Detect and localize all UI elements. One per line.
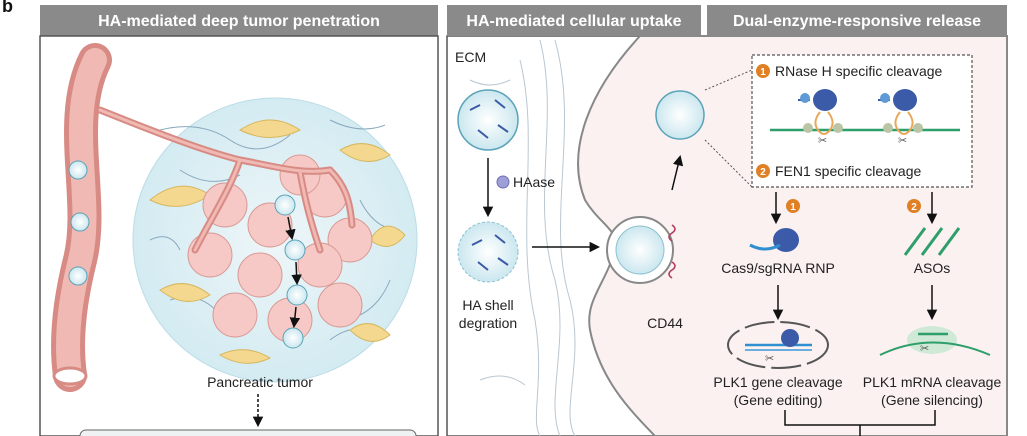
- panel-header: [707, 5, 1007, 36]
- svg-text:1: 1: [790, 202, 796, 213]
- gene-cleavage-label-2: (Gene editing): [734, 392, 823, 408]
- shell-label-2: degration: [459, 315, 517, 331]
- mrna-cleavage-label-1: PLK1 mRNA cleavage: [863, 374, 1002, 390]
- svg-text:✂: ✂: [765, 353, 774, 365]
- bracket-connector: [784, 410, 936, 436]
- aso-label: ASOs: [914, 260, 951, 276]
- panel-release: Dual-enzyme-responsive release 1 RNase H…: [704, 5, 1007, 436]
- svg-text:✂: ✂: [898, 135, 907, 147]
- panel-uptake: HA-mediated cellular uptake ECM HAase HA…: [447, 5, 705, 436]
- fibroblasts: [149, 119, 406, 364]
- nanoparticle-intact: [457, 89, 519, 151]
- mrna-cleavage-icon: ✂: [879, 326, 991, 356]
- cd44-receptors: [668, 224, 676, 279]
- cd44-label: CD44: [647, 315, 683, 331]
- released-nanoparticle: [655, 90, 705, 140]
- svg-text:1: 1: [760, 67, 766, 78]
- shell-label-1: HA shell: [462, 297, 513, 313]
- mrna-cleavage-label-2: (Gene silencing): [881, 392, 983, 408]
- endosome-nanoparticle: [615, 225, 665, 275]
- panel-letter: b: [2, 0, 13, 16]
- vessel-nanoparticles: [68, 160, 90, 286]
- panel-penetration: HA-mediated deep tumor penetration: [39, 5, 439, 436]
- step2-badge: [756, 164, 770, 178]
- panel-header: [447, 5, 701, 36]
- panel-title: HA-mediated cellular uptake: [466, 13, 681, 30]
- panel-header: [40, 5, 438, 36]
- rnp-label: Cas9/sgRNA RNP: [721, 260, 835, 276]
- gene-cleavage-label-1: PLK1 gene cleavage: [713, 374, 842, 390]
- cleavage-detail-box: [751, 54, 973, 188]
- svg-text:✂: ✂: [920, 343, 929, 355]
- svg-text:2: 2: [911, 202, 917, 213]
- step1-label: RNase H specific cleavage: [775, 63, 943, 79]
- hairpin-constructs: ✂ ✂: [770, 89, 960, 147]
- cas9-rnp-icon: [749, 228, 799, 252]
- next-box: [79, 429, 417, 436]
- svg-text:2: 2: [760, 167, 766, 178]
- nanoparticle-degraded: [457, 221, 519, 283]
- arrow-escape: [671, 154, 684, 191]
- panel-title: Dual-enzyme-responsive release: [733, 13, 981, 30]
- svg-text:✂: ✂: [818, 135, 827, 147]
- step1-badge: [756, 64, 770, 78]
- step2-label: FEN1 specific cleavage: [775, 163, 922, 179]
- tumor-label: Pancreatic tumor: [207, 374, 313, 390]
- ecm-label: ECM: [455, 49, 486, 65]
- aso-strands: [903, 227, 961, 256]
- nucleus-icon: ✂: [727, 321, 829, 369]
- panel-title: HA-mediated deep tumor penetration: [98, 13, 380, 30]
- penetration-arrows: [285, 216, 302, 329]
- penetrating-nanoparticles: [274, 194, 308, 349]
- haase-icon: [496, 175, 510, 189]
- ecm-strands: [469, 39, 576, 436]
- haase-label: HAase: [513, 174, 555, 190]
